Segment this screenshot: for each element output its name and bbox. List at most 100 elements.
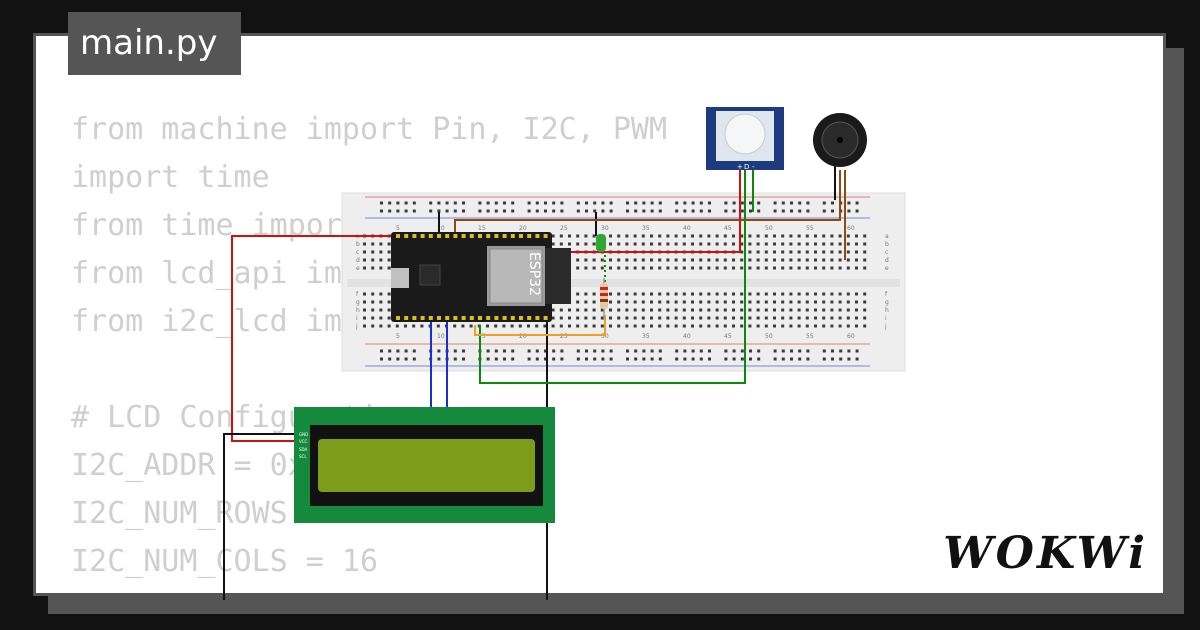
breadboard-rail-hole xyxy=(404,357,408,361)
breadboard-hole xyxy=(412,324,416,328)
esp32-pin xyxy=(396,234,400,238)
breadboard-hole xyxy=(748,308,752,312)
file-tab[interactable]: main.py xyxy=(68,12,241,75)
breadboard-hole xyxy=(625,292,629,296)
breadboard-hole xyxy=(387,308,391,312)
breadboard-hole xyxy=(814,308,817,312)
breadboard-row-letter: f xyxy=(356,291,359,298)
breadboard-hole xyxy=(682,300,686,304)
esp32-label: ESP32 xyxy=(526,252,542,296)
breadboard-rail-hole xyxy=(806,201,810,205)
breadboard-rail-hole xyxy=(404,209,408,213)
breadboard-hole xyxy=(822,242,826,246)
breadboard-hole xyxy=(699,234,703,238)
breadboard-hole xyxy=(732,266,735,270)
breadboard-hole xyxy=(691,324,694,328)
breadboard-rail-hole xyxy=(453,349,457,353)
breadboard-hole xyxy=(756,292,760,296)
breadboard-rail-hole xyxy=(609,201,613,205)
esp32-pin xyxy=(494,234,499,238)
breadboard-rail-hole xyxy=(626,201,629,205)
breadboard-hole xyxy=(674,308,678,312)
breadboard-rail-hole xyxy=(650,357,654,361)
breadboard-hole xyxy=(814,324,817,328)
breadboard-rail-hole xyxy=(740,357,744,361)
breadboard-col-number: 20 xyxy=(519,333,527,340)
breadboard-rail-hole xyxy=(585,201,588,205)
breadboard-hole xyxy=(699,292,703,296)
breadboard-hole xyxy=(650,258,653,262)
breadboard-rail-hole xyxy=(708,209,711,213)
breadboard-hole xyxy=(617,258,621,262)
breadboard-col-number: 15 xyxy=(478,333,486,340)
breadboard-hole xyxy=(617,292,621,296)
breadboard-col-number: 15 xyxy=(478,225,486,232)
breadboard-hole xyxy=(609,316,612,320)
breadboard-hole xyxy=(592,324,596,328)
breadboard-hole xyxy=(658,234,662,238)
breadboard-rail-hole xyxy=(601,349,605,353)
breadboard-rail-hole xyxy=(494,357,498,361)
breadboard-hole xyxy=(691,308,694,312)
breadboard-hole xyxy=(838,292,842,296)
breadboard-rail-hole xyxy=(642,201,646,205)
breadboard-hole xyxy=(600,308,604,312)
esp32-pin xyxy=(396,316,400,320)
breadboard-rail-hole xyxy=(724,349,728,353)
breadboard-rail-hole xyxy=(552,349,556,353)
breadboard-hole xyxy=(748,266,752,270)
breadboard-rail-hole xyxy=(380,209,383,213)
breadboard-rail-hole xyxy=(453,201,457,205)
breadboard-col-number: 50 xyxy=(765,333,773,340)
breadboard-rail-hole xyxy=(683,209,687,213)
breadboard-rail-hole xyxy=(831,357,834,361)
breadboard-rail-hole xyxy=(511,201,515,205)
breadboard-hole xyxy=(764,324,768,328)
breadboard-hole xyxy=(846,242,850,246)
breadboard-rail-hole xyxy=(478,209,482,213)
breadboard-hole xyxy=(863,234,867,238)
breadboard-rail-hole xyxy=(437,201,441,205)
breadboard-rail-hole xyxy=(576,209,580,213)
breadboard-hole xyxy=(633,292,637,296)
esp32-pin xyxy=(412,316,417,320)
breadboard-row-letter: h xyxy=(885,307,889,314)
breadboard-rail-hole xyxy=(462,201,465,205)
breadboard-hole xyxy=(600,258,604,262)
breadboard-hole xyxy=(395,324,399,328)
breadboard-hole xyxy=(789,308,793,312)
breadboard-rail-hole xyxy=(798,209,802,213)
breadboard-hole xyxy=(691,300,694,304)
breadboard-hole xyxy=(855,234,858,238)
breadboard-hole xyxy=(756,324,760,328)
breadboard-hole xyxy=(764,250,768,254)
breadboard-hole xyxy=(805,242,809,246)
breadboard-hole xyxy=(805,308,809,312)
breadboard-col-number: 60 xyxy=(847,225,855,232)
lcd-pin-gnd: GND xyxy=(299,432,308,437)
breadboard-hole xyxy=(715,316,719,320)
breadboard-hole xyxy=(789,234,793,238)
breadboard-col-number: 10 xyxy=(437,333,445,340)
breadboard-hole xyxy=(855,266,858,270)
esp32-pin xyxy=(502,234,507,238)
breadboard-hole xyxy=(633,242,637,246)
breadboard-rail-hole xyxy=(380,201,383,205)
breadboard-hole xyxy=(502,324,506,328)
breadboard-rail-hole xyxy=(822,357,826,361)
breadboard-hole xyxy=(797,292,801,296)
breadboard-rail-hole xyxy=(683,349,687,353)
breadboard-hole xyxy=(609,300,612,304)
breadboard-hole xyxy=(855,258,858,262)
esp32-pin xyxy=(437,316,441,320)
breadboard-hole xyxy=(650,266,653,270)
esp32-board: ESP32 xyxy=(391,232,571,322)
breadboard-row-letter: i xyxy=(356,315,358,322)
breadboard-hole xyxy=(576,324,580,328)
breadboard-hole xyxy=(617,308,621,312)
breadboard-hole xyxy=(666,258,670,262)
lcd-1602: GND VCC SDA SCL xyxy=(294,407,555,523)
breadboard-rail-hole xyxy=(609,209,613,213)
breadboard-hole xyxy=(773,258,776,262)
breadboard-hole xyxy=(363,316,366,320)
